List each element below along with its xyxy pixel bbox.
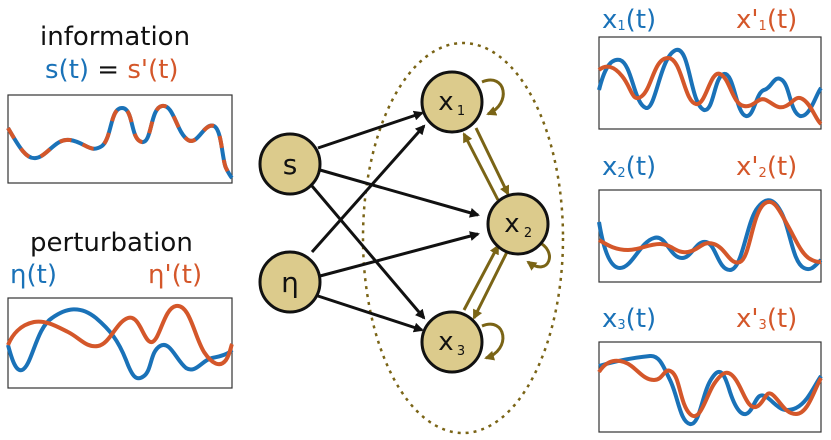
svg-text:η: η xyxy=(281,266,299,299)
s-prime-trace xyxy=(6,104,234,180)
eta-prime-label: η'(t) xyxy=(148,260,203,290)
x2-label: x2(t) xyxy=(602,152,657,182)
s-label: s(t) xyxy=(45,55,90,85)
recurrent-connections xyxy=(462,78,551,361)
information-title: information xyxy=(40,22,191,52)
x3-prime-trace xyxy=(597,358,823,419)
node-eta: η xyxy=(258,250,322,314)
svg-text:x: x xyxy=(438,327,453,357)
self-loop-x2 xyxy=(526,240,551,271)
arrow-x2-to-x1 xyxy=(462,132,500,201)
arrow-s-to-x3 xyxy=(310,185,426,320)
x3-prime-label: x'3(t) xyxy=(736,304,798,334)
x3-label: x3(t) xyxy=(602,304,657,334)
svg-text:3: 3 xyxy=(457,344,465,359)
eta-trace xyxy=(6,307,234,381)
x2-plot-frame xyxy=(598,189,822,283)
svg-text:1: 1 xyxy=(457,104,465,119)
x1-label: x1(t) xyxy=(602,5,657,35)
svg-text:s: s xyxy=(283,148,298,181)
arrow-eta-to-x1 xyxy=(310,124,426,253)
recurrent-layer-boundary xyxy=(361,41,565,435)
x2-prime-trace xyxy=(598,200,822,265)
eta-prime-trace xyxy=(6,304,234,367)
eta-label: η(t) xyxy=(10,260,57,290)
x2-prime-label: x'2(t) xyxy=(736,152,798,182)
equals-sign: = xyxy=(97,55,120,85)
svg-text:x: x xyxy=(504,209,519,239)
arrow-x3-to-x2 xyxy=(462,244,500,311)
s-prime-label: s'(t) xyxy=(127,55,179,85)
perturbation-title: perturbation xyxy=(30,228,193,258)
node-x3: x 3 xyxy=(420,310,484,374)
information-legend: s(t) = s'(t) xyxy=(45,55,179,85)
x1-prime-trace xyxy=(597,55,823,126)
input-connections xyxy=(310,110,480,333)
arrow-eta-to-x3 xyxy=(317,294,424,333)
arrow-s-to-x2 xyxy=(319,168,480,218)
node-x2: x 2 xyxy=(486,192,550,256)
x1-prime-label: x'1(t) xyxy=(736,5,798,35)
arrow-x1-to-x2 xyxy=(474,127,510,196)
svg-text:2: 2 xyxy=(524,226,532,241)
arrow-s-to-x1 xyxy=(317,110,424,150)
self-loop-x3 xyxy=(481,322,505,361)
self-loop-x1 xyxy=(481,78,505,116)
svg-text:x: x xyxy=(438,87,453,117)
node-s: s xyxy=(258,132,322,196)
arrow-eta-to-x2 xyxy=(319,231,480,278)
node-x1: x 1 xyxy=(420,70,484,134)
arrow-x2-to-x3 xyxy=(472,249,510,320)
x2-trace xyxy=(597,198,823,273)
